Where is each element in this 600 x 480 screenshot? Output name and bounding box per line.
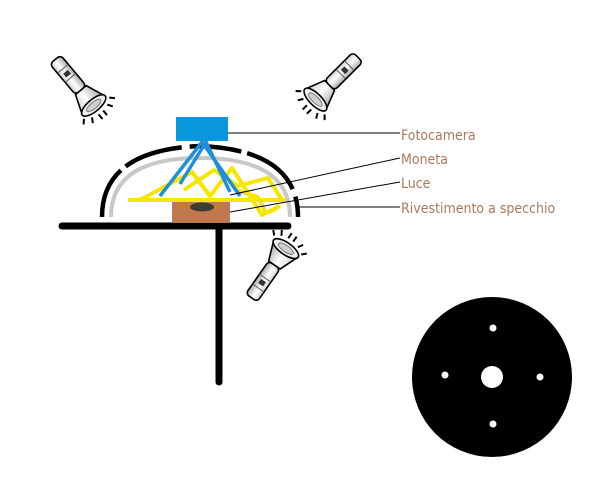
flashlight-icon bbox=[233, 222, 313, 311]
label-coin: Moneta bbox=[401, 152, 448, 168]
leader-lines bbox=[228, 132, 401, 213]
coin-block bbox=[172, 201, 230, 223]
label-camera: Fotocamera bbox=[401, 128, 476, 144]
label-mirror: Rivestimento a specchio bbox=[401, 201, 555, 217]
top-view-disc bbox=[412, 297, 572, 457]
camera-rays bbox=[158, 140, 242, 198]
mirror-coating bbox=[109, 155, 292, 218]
camera bbox=[176, 117, 228, 141]
label-light: Luce bbox=[401, 176, 431, 192]
flashlight-icon bbox=[38, 45, 122, 132]
flashlight-icon bbox=[288, 42, 374, 127]
coin bbox=[190, 202, 214, 212]
